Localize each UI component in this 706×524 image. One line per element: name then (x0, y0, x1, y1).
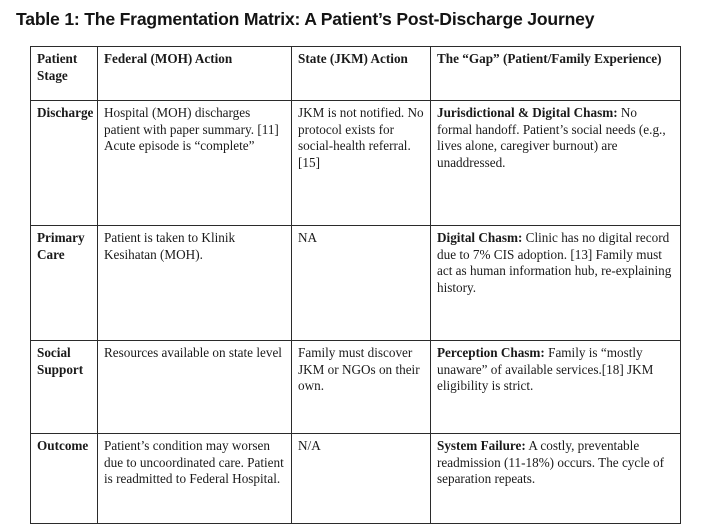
page-title: Table 1: The Fragmentation Matrix: A Pat… (16, 9, 595, 29)
federal-action-cell: Resources available on state level (97, 340, 292, 434)
table-row: Discharge Hospital (MOH) discharges pati… (30, 100, 681, 226)
state-action-cell: NA (291, 225, 431, 341)
state-action-cell: Family must discover JKM or NGOs on thei… (291, 340, 431, 434)
gap-experience-cell: System Failure: A costly, preventable re… (430, 433, 681, 524)
state-action-cell: N/A (291, 433, 431, 524)
table-row: Outcome Patient’s condition may worsen d… (30, 433, 681, 524)
gap-experience-cell: Digital Chasm: Clinic has no digital rec… (430, 225, 681, 341)
matrix-table: Patient Stage Federal (MOH) Action State… (30, 46, 681, 524)
fragmentation-matrix-table: Patient Stage Federal (MOH) Action State… (30, 46, 681, 524)
column-header-federal-action: Federal (MOH) Action (97, 46, 292, 101)
federal-action-cell: Patient’s condition may worsen due to un… (97, 433, 292, 524)
table-row: Primary Care Patient is taken to Klinik … (30, 225, 681, 341)
table-header-row: Patient Stage Federal (MOH) Action State… (30, 46, 681, 101)
stage-label: Discharge (30, 100, 98, 226)
table-row: Social Support Resources available on st… (30, 340, 681, 434)
federal-action-cell: Patient is taken to Klinik Kesihatan (MO… (97, 225, 292, 341)
stage-label: Social Support (30, 340, 98, 434)
column-header-patient-stage: Patient Stage (30, 46, 98, 101)
stage-label: Outcome (30, 433, 98, 524)
federal-action-cell: Hospital (MOH) discharges patient with p… (97, 100, 292, 226)
gap-body-text: Clinic has no digital record due to 7% C… (437, 230, 672, 295)
column-header-gap-experience: The “Gap” (Patient/Family Experience) (430, 46, 681, 101)
gap-body-text: No formal handoff. Patient’s social need… (437, 105, 666, 170)
gap-body-text: A costly, preventable readmission (11-18… (437, 438, 665, 487)
state-action-cell: JKM is not notified. No protocol exists … (291, 100, 431, 226)
gap-experience-cell: Perception Chasm: Family is “mostly unaw… (430, 340, 681, 434)
gap-lead-label: Jurisdictional & Digital Chasm: (437, 105, 618, 120)
gap-experience-cell: Jurisdictional & Digital Chasm: No forma… (430, 100, 681, 226)
gap-lead-label: Perception Chasm: (437, 345, 545, 360)
gap-lead-label: System Failure: (437, 438, 526, 453)
column-header-state-action: State (JKM) Action (291, 46, 431, 101)
gap-body-text: Family is “mostly unaware” of available … (437, 345, 654, 394)
gap-lead-label: Digital Chasm: (437, 230, 523, 245)
stage-label: Primary Care (30, 225, 98, 341)
